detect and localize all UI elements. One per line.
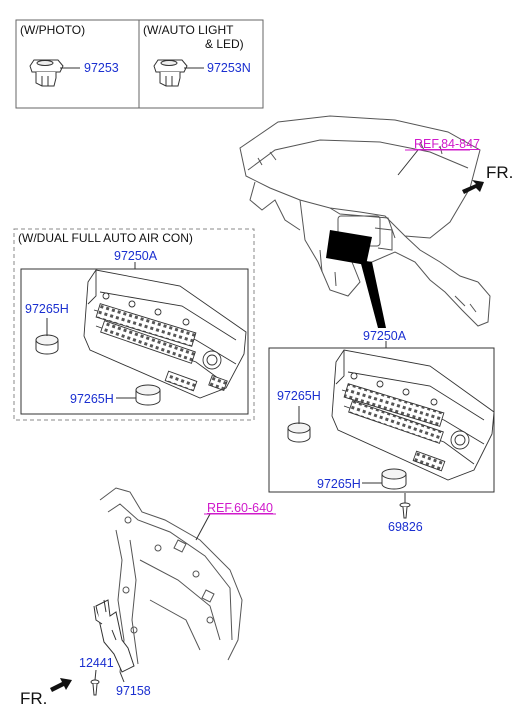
bolt-part-number[interactable]: 12441 xyxy=(79,656,114,670)
dashboard-illustration xyxy=(239,115,491,327)
photo-sensor-part xyxy=(29,59,80,87)
screw-part-number[interactable]: 69826 xyxy=(388,520,423,534)
front-label-bottom: FR. xyxy=(20,689,48,708)
dual-knob-bottom-part-number[interactable]: 97265H xyxy=(70,392,114,406)
sensor-bracket-part xyxy=(93,599,135,683)
dual-air-con-box xyxy=(13,228,255,421)
auto-light-box-title-line2: & LED) xyxy=(205,37,244,51)
main-panel-box xyxy=(268,341,495,493)
main-knob-bottom xyxy=(362,468,407,490)
dual-control-panel xyxy=(83,269,247,399)
bracket-part-number[interactable]: 97158 xyxy=(116,684,151,698)
photo-sensor-part-number[interactable]: 97253 xyxy=(84,61,119,75)
panel-location-pointer xyxy=(360,260,386,328)
main-knob-bottom-part-number[interactable]: 97265H xyxy=(317,477,361,491)
main-panel-part-number[interactable]: 97250A xyxy=(363,329,407,343)
dual-knob-top xyxy=(35,318,59,355)
front-frame-illustration xyxy=(99,487,243,673)
dual-air-con-title: (W/DUAL FULL AUTO AIR CON) xyxy=(18,231,193,245)
front-arrow-top xyxy=(462,180,484,194)
variant-box-auto-light xyxy=(138,19,264,109)
bolt-part xyxy=(90,669,100,696)
dual-panel-part-number[interactable]: 97250A xyxy=(114,249,158,263)
main-knob-top xyxy=(287,406,311,443)
main-knob-top-part-number[interactable]: 97265H xyxy=(277,389,321,403)
dual-knob-top-part-number[interactable]: 97265H xyxy=(25,302,69,316)
main-control-panel xyxy=(331,349,495,481)
auto-light-sensor-part-number[interactable]: 97253N xyxy=(207,61,251,75)
front-label-top: FR. xyxy=(486,163,514,182)
screw-part xyxy=(399,493,411,519)
auto-light-sensor-part xyxy=(153,59,204,87)
dual-knob-bottom xyxy=(116,384,161,406)
auto-light-box-title-line1: (W/AUTO LIGHT xyxy=(143,23,234,37)
panel-location-marker xyxy=(326,230,372,265)
dash-reference-link[interactable]: REF.84-847 xyxy=(414,137,481,151)
frame-reference-link[interactable]: REF.60-640 xyxy=(207,501,274,515)
photo-box-title: (W/PHOTO) xyxy=(20,23,86,37)
front-arrow-bottom xyxy=(50,678,72,692)
